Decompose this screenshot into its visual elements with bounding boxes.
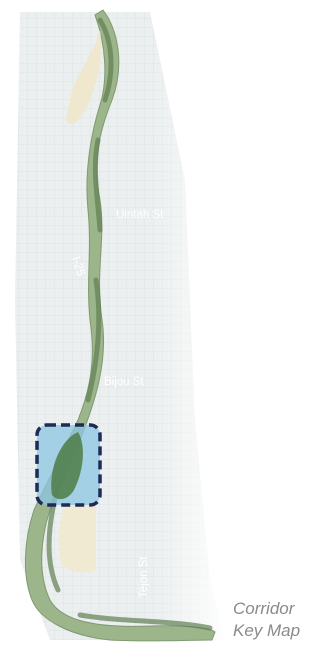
label-uintah-st: Uintah St (116, 209, 164, 221)
corridor-greenway (25, 9, 216, 642)
corridor-sand-south (58, 505, 96, 573)
background-fade (150, 0, 230, 657)
label-tejon-st: Tejon St (138, 556, 150, 598)
caption-line-2: Key Map (233, 621, 301, 640)
caption-line-1: Corridor (233, 599, 295, 618)
highlight-park (51, 432, 83, 500)
map-caption: Corridor Key Map (233, 598, 325, 642)
corridor-trees (46, 17, 213, 631)
label-i25: I-25 (69, 255, 87, 278)
corridor-sand (66, 30, 102, 124)
label-bijou-st: Bijou St (104, 376, 144, 388)
